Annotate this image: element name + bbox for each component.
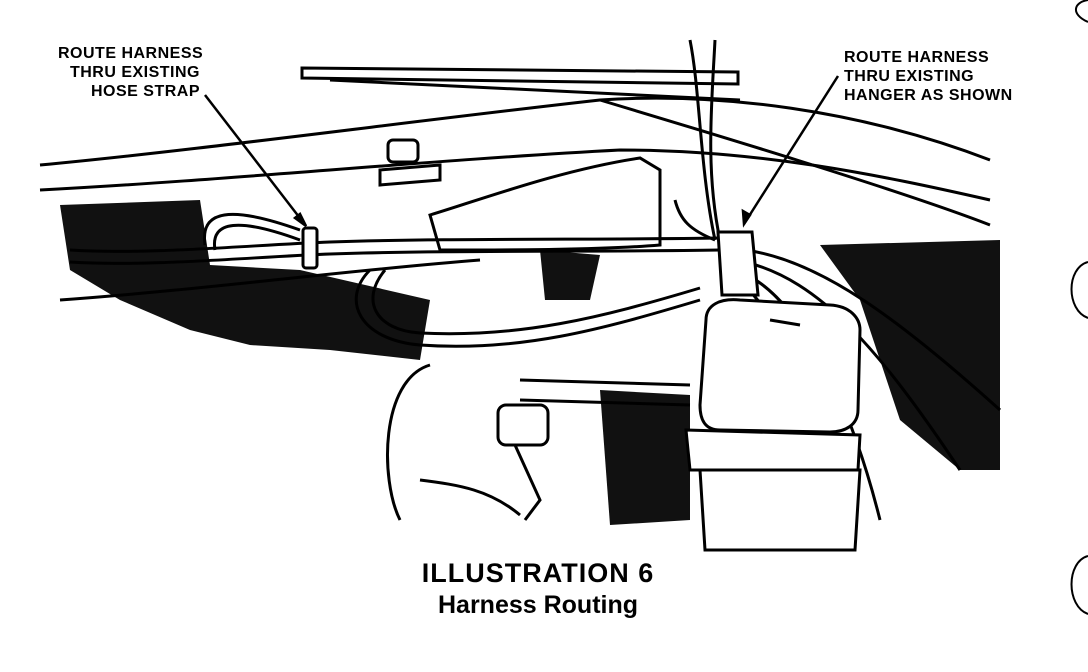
engine-bay-shadows [60, 200, 1000, 525]
illustration-title: ILLUSTRATION 6 [421, 558, 655, 588]
callout-line: HOSE STRAP [90, 83, 200, 100]
callout-line: HANGER AS SHOWN [844, 87, 1013, 104]
callout-line: THRU EXISTING [69, 64, 200, 81]
callout-hose-strap: ROUTE HARNESS THRU EXISTING HOSE STRAP [58, 44, 204, 101]
hanger-bracket [716, 230, 760, 297]
callout-line: ROUTE HARNESS [844, 49, 990, 66]
radiator-cap [378, 138, 442, 187]
callout-line: ROUTE HARNESS [58, 45, 204, 62]
callout-line: THRU EXISTING [844, 68, 975, 85]
binder-holes [1070, 0, 1088, 615]
wiper-arm [300, 66, 741, 102]
callout-hanger: ROUTE HARNESS THRU EXISTING HANGER AS SH… [844, 48, 1013, 105]
engine-bay-illustration [39, 39, 1002, 552]
illustration-subtitle: Harness Routing [437, 591, 639, 619]
coolant-hose [354, 268, 701, 521]
hood-outline [39, 96, 991, 227]
battery-box [684, 298, 862, 552]
vacuum-line [419, 378, 691, 521]
hose-strap [301, 226, 319, 270]
callout-leaders [204, 75, 840, 228]
air-intake-duct [428, 156, 662, 252]
